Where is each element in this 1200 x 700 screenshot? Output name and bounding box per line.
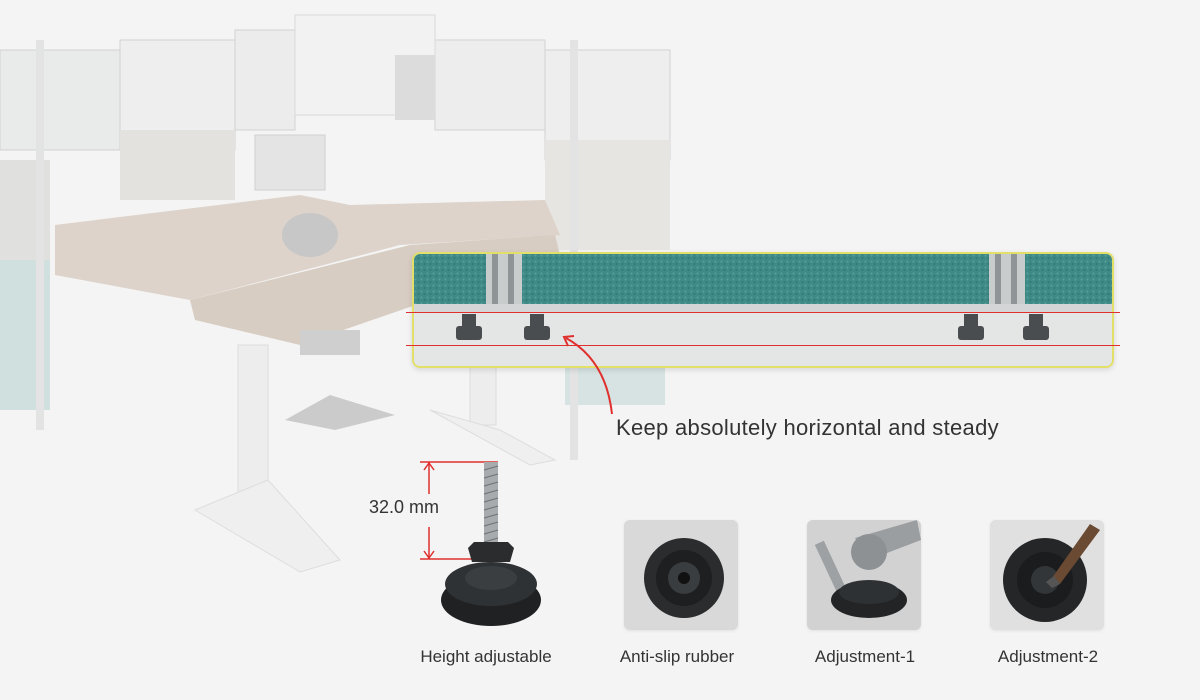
level-line-top	[406, 312, 1120, 313]
label-adjustment-2: Adjustment-2	[997, 647, 1099, 666]
adjustment-1-photo	[807, 520, 921, 630]
leveling-feet-closeup	[414, 254, 1112, 366]
adjustment-2-photo	[990, 520, 1104, 630]
label-height-adjustable: Height adjustable	[420, 647, 552, 666]
anti-slip-rubber-photo	[624, 520, 738, 630]
label-adjustment-1: Adjustment-1	[814, 647, 916, 666]
horizontal-caption: Keep absolutely horizontal and steady	[616, 415, 999, 440]
level-line-bottom	[406, 345, 1120, 346]
thread-length-label: 32.0 mm	[369, 497, 440, 517]
label-anti-slip-rubber: Anti-slip rubber	[619, 647, 735, 666]
detail-closeup-panel	[412, 252, 1114, 368]
office-workstation-illustration	[0, 14, 671, 573]
